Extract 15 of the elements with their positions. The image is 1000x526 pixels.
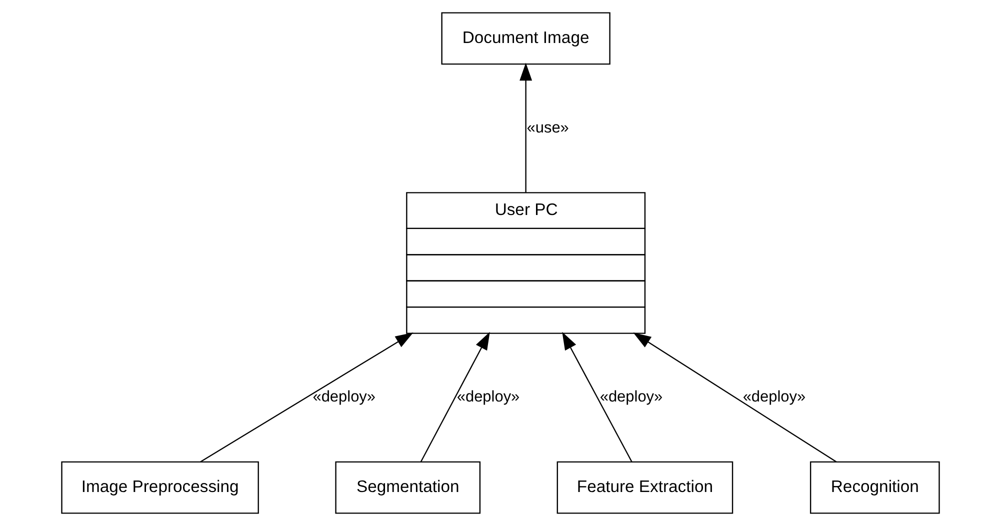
arrow [200, 332, 413, 462]
node-box: Document Image [440, 12, 610, 65]
edge-label: «deploy» [312, 388, 376, 406]
node-box: Image Preprocessing [60, 461, 258, 514]
node-box: Segmentation [334, 461, 480, 514]
node-box: Recognition [809, 461, 940, 514]
arrow [562, 332, 632, 462]
arrow [519, 62, 532, 192]
edge-label: «use» [526, 119, 568, 136]
edge-label: «deploy» [599, 388, 662, 406]
edge-label: «deploy» [456, 388, 520, 406]
arrow [632, 332, 836, 462]
edge-label: «deploy» [742, 388, 806, 406]
node-box: Feature Extraction [556, 461, 733, 514]
arrow [420, 332, 490, 462]
